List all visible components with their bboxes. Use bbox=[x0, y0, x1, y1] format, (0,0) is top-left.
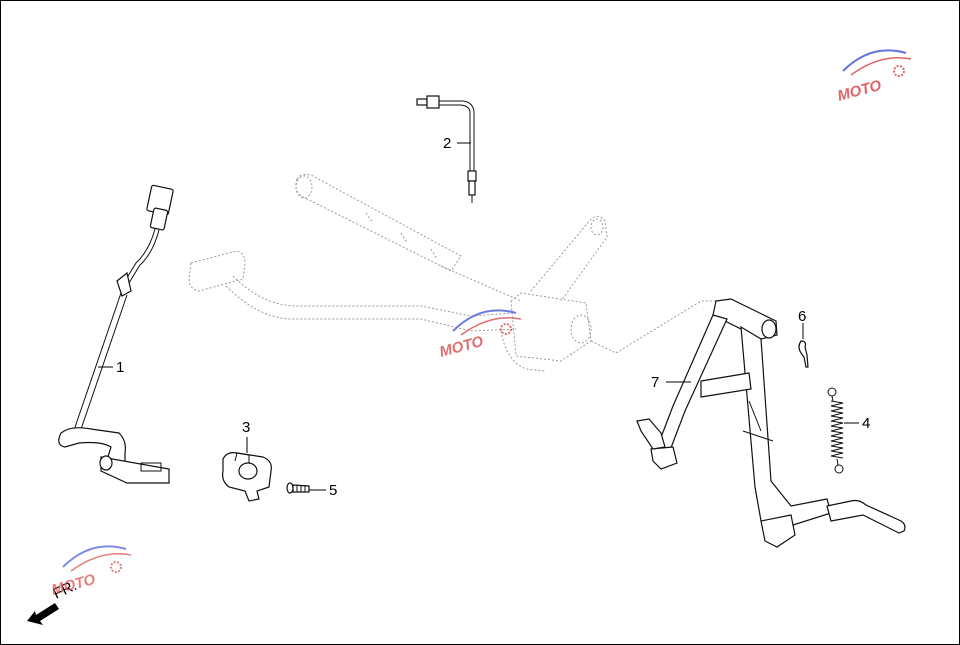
gear-icon bbox=[893, 65, 905, 77]
front-arrow-icon bbox=[27, 603, 59, 625]
gear-icon bbox=[500, 323, 512, 335]
callout-2: 2 bbox=[443, 135, 471, 152]
part-4-return-spring bbox=[827, 387, 844, 474]
part-5-screw bbox=[286, 482, 310, 494]
watermark-logo-top-right: MOTO bbox=[836, 49, 912, 105]
callout-number-3: 3 bbox=[242, 419, 250, 436]
watermark-logo-bottom-left: MOTO bbox=[50, 545, 132, 599]
callout-6: 6 bbox=[798, 308, 806, 339]
watermark-logo-center: MOTO bbox=[438, 309, 522, 361]
part-2-sensor-cable bbox=[416, 95, 477, 203]
callout-number-5: 5 bbox=[329, 482, 337, 499]
callout-3: 3 bbox=[242, 419, 250, 453]
callout-5: 5 bbox=[309, 482, 337, 499]
part-3-clip-bracket bbox=[222, 452, 272, 502]
watermark-text: MOTO bbox=[836, 77, 884, 105]
callout-1: 1 bbox=[98, 359, 124, 376]
callout-number-6: 6 bbox=[798, 308, 806, 325]
callout-number-2: 2 bbox=[443, 135, 451, 152]
ghost-brake-pedal-assembly bbox=[188, 174, 721, 372]
callout-number-4: 4 bbox=[862, 415, 870, 432]
callout-number-1: 1 bbox=[116, 359, 124, 376]
part-6-cotter-pin bbox=[798, 340, 809, 368]
callout-7: 7 bbox=[651, 374, 691, 391]
watermark-text: MOTO bbox=[438, 333, 486, 361]
part-1-wire-harness bbox=[58, 184, 174, 484]
gear-icon bbox=[110, 561, 122, 573]
callout-number-7: 7 bbox=[651, 374, 659, 391]
part-7-main-stand bbox=[636, 298, 906, 548]
callout-4: 4 bbox=[844, 415, 870, 432]
